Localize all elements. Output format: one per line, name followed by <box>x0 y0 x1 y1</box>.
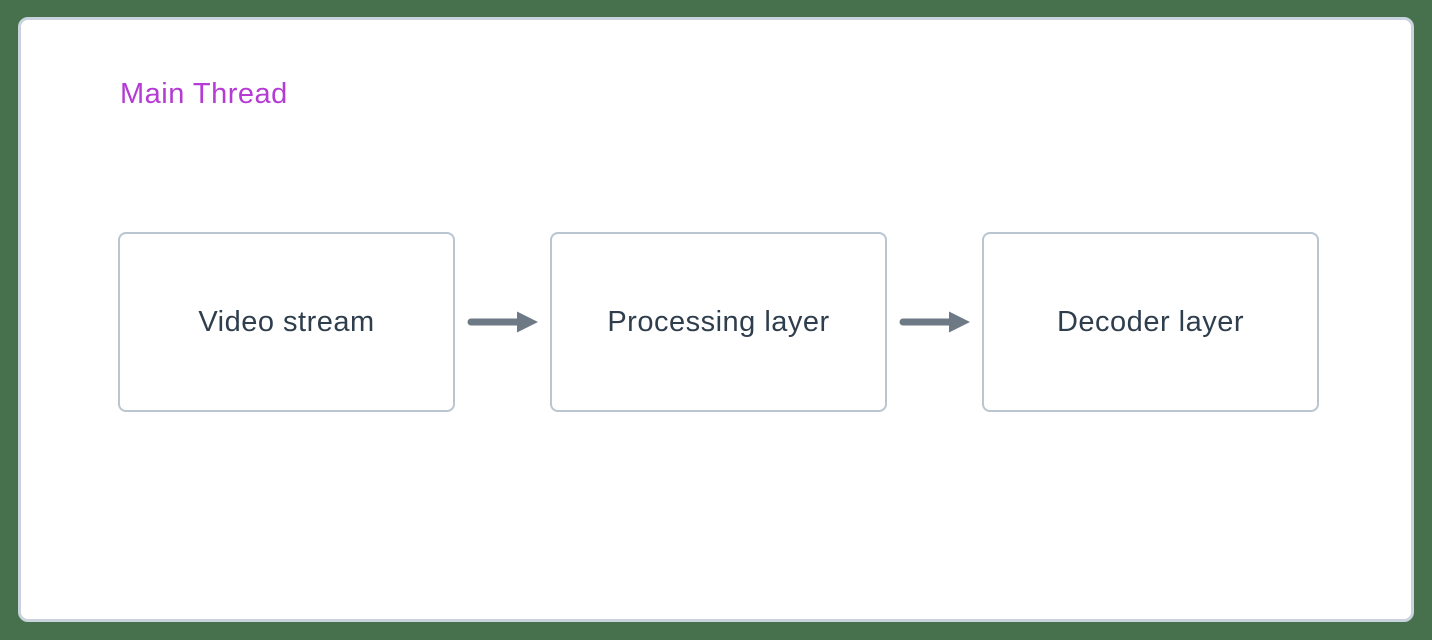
connection-2 <box>887 309 982 335</box>
connection-1 <box>455 309 550 335</box>
node-processing-layer-label: Processing layer <box>607 305 830 338</box>
main-thread-panel: Main Thread Video stream Processing laye… <box>18 17 1414 622</box>
arrow-right-icon <box>467 311 538 333</box>
node-decoder-layer-label: Decoder layer <box>1056 305 1245 338</box>
diagram-title: Main Thread <box>120 78 288 110</box>
node-decoder-layer: Decoder layer <box>982 232 1319 412</box>
flow-row: Video stream Processing layer Decoder la… <box>118 232 1319 412</box>
node-video-stream: Video stream <box>118 232 455 412</box>
node-video-stream-label: Video stream <box>198 305 375 338</box>
node-processing-layer: Processing layer <box>550 232 887 412</box>
arrow-right-icon <box>899 311 970 333</box>
